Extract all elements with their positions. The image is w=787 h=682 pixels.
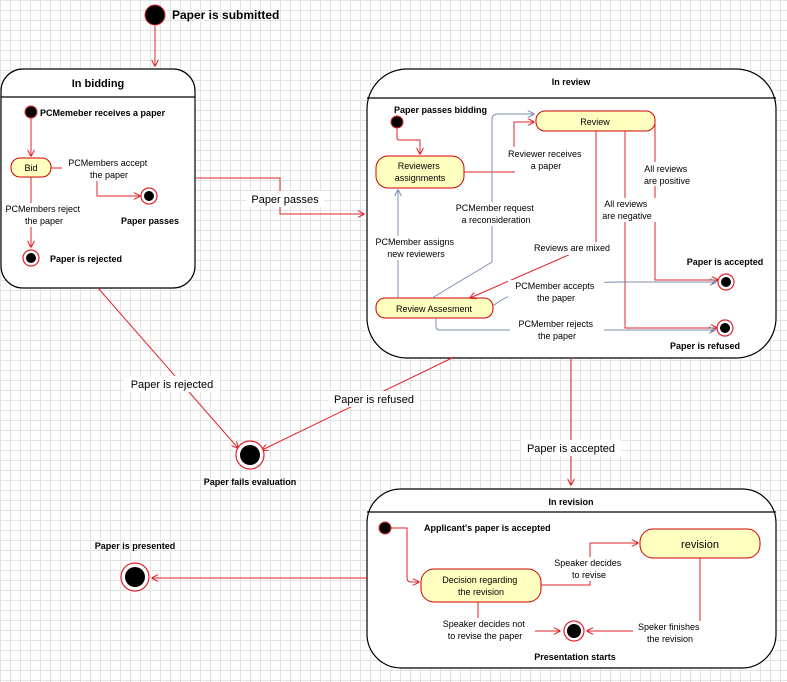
- bidding-start-label: PCMemeber receives a paper: [40, 108, 166, 118]
- passes-transition-label: Paper passes: [251, 194, 319, 206]
- assign-state: Reviewers assignments: [375, 155, 465, 189]
- edge-paper-rejected: [97, 287, 238, 448]
- review-start-label: Paper passes bidding: [394, 105, 487, 115]
- bidding-title: In bidding: [72, 78, 125, 90]
- finishes-label: Speker finishes the revision: [638, 622, 702, 644]
- revision-start-node: [378, 521, 392, 535]
- assigns-new-label: PCMember assigns new reviewers: [375, 237, 456, 259]
- bidding-start-node: [24, 105, 38, 119]
- initial-state: Paper is submitted: [144, 4, 279, 26]
- revision-start-label: Applicant's paper is accepted: [424, 523, 551, 533]
- edge-all-negative: [624, 131, 717, 328]
- refused-transition-label: Paper is refused: [334, 394, 414, 406]
- decides-not-label: Speaker decides not to revise the paper: [443, 619, 528, 641]
- review-container: In review Paper passes bidding Reviewers…: [366, 68, 777, 359]
- decision-state: Decision regarding the revision: [420, 568, 542, 603]
- positive-label: All reviews are positive: [644, 164, 690, 186]
- revision-state-label: revision: [681, 539, 719, 551]
- mixed-label: Reviews are mixed: [534, 243, 610, 253]
- revision-container: In revision Applicant's paper is accepte…: [366, 488, 777, 669]
- initial-label: Paper is submitted: [172, 8, 279, 22]
- reconsider-label: PCMember request a reconsideration: [456, 203, 537, 225]
- edge-pc-rejects: [435, 318, 715, 330]
- assessment-state-label: Review Assesment: [396, 304, 473, 314]
- review-title: In review: [552, 77, 592, 87]
- review-start-node: [390, 115, 404, 129]
- presented-end-node: [120, 562, 150, 592]
- negative-label: All reviews are negative: [602, 199, 652, 221]
- pc-accepts-label: PCMember accepts the paper: [515, 281, 597, 303]
- bid-state-label: Bid: [24, 163, 37, 173]
- accepted-transition-label: Paper is accepted: [527, 443, 615, 455]
- passes-end-label: Paper passes: [121, 216, 179, 226]
- decides-label: Speaker decides to revise: [554, 558, 624, 580]
- review-state: Review: [535, 110, 656, 132]
- assessment-state: Review Assesment: [375, 297, 494, 319]
- decision-state-label: Decision regarding the revision: [442, 575, 520, 597]
- assign-state-label: Reviewers assignments: [395, 161, 446, 183]
- edge-reconsideration: [431, 114, 534, 299]
- reject-label: PCMembers reject the paper: [5, 204, 82, 226]
- revision-state: revision: [639, 528, 761, 559]
- review-state-label: Review: [580, 117, 610, 127]
- accept-label: PCMembers accept the paper: [68, 158, 150, 180]
- fail-end-node: [235, 440, 265, 470]
- refused-end-label: Paper is refused: [670, 341, 740, 351]
- fail-end-label: Paper fails evaluation: [204, 477, 297, 487]
- receives-label: Reviewer receives a paper: [508, 149, 584, 171]
- revision-title: In revision: [548, 497, 593, 507]
- pc-rejects-label: PCMember rejects the paper: [518, 319, 595, 341]
- bid-state: Bid: [10, 157, 52, 178]
- bidding-container: In bidding PCMemeber receives a paper Bi…: [0, 68, 196, 289]
- accepted-end-label: Paper is accepted: [687, 257, 764, 267]
- presented-end-label: Paper is presented: [95, 541, 176, 551]
- presentation-end-label: Presentation starts: [534, 652, 616, 662]
- rejected-end-label: Paper is rejected: [50, 254, 122, 264]
- rejected-transition-label: Paper is rejected: [131, 379, 214, 391]
